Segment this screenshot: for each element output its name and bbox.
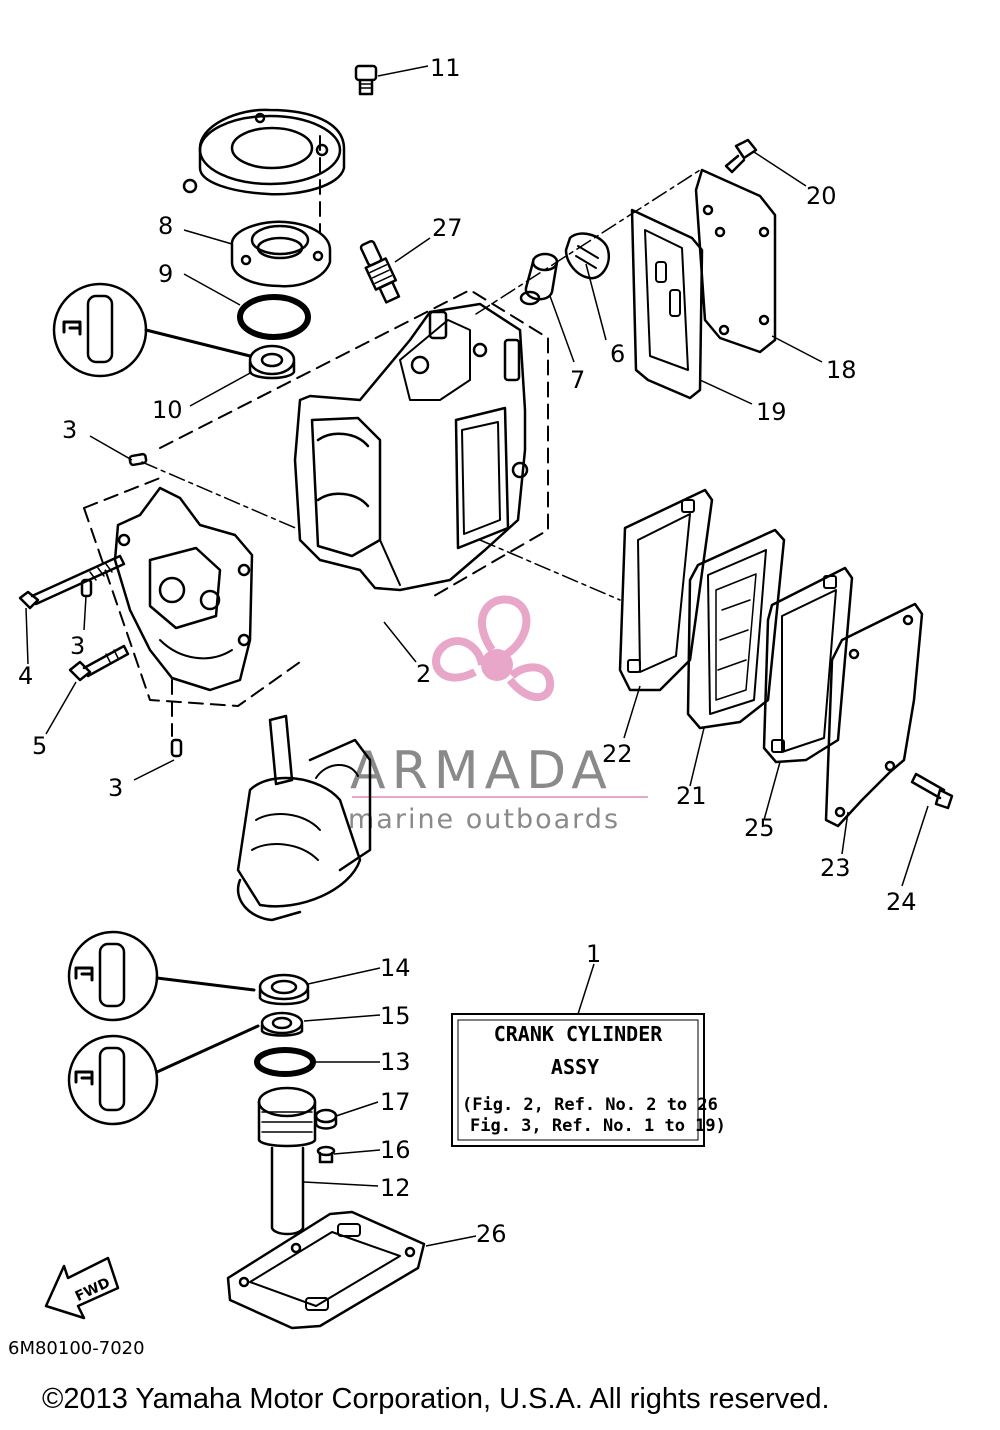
part-13-o-ring xyxy=(254,1047,316,1077)
leader-lines xyxy=(25,65,929,1247)
callout-17: 17 xyxy=(380,1088,411,1116)
callout-5: 5 xyxy=(32,732,47,760)
callout-4: 4 xyxy=(18,662,33,690)
part-4-bolt xyxy=(18,554,126,610)
callout-8: 8 xyxy=(158,212,173,240)
grease-icon-1 xyxy=(52,282,252,378)
callout-2: 2 xyxy=(416,660,431,688)
diagram-code: 6M80100-7020 xyxy=(8,1338,145,1359)
part-27-spark-plug xyxy=(359,240,401,304)
part-14-oil-seal xyxy=(258,973,310,1006)
callout-11: 11 xyxy=(430,54,461,82)
grease-icon-2 xyxy=(67,930,256,1022)
part-18-cover-plate xyxy=(694,168,777,354)
legend-note-line1: (Fig. 2, Ref. No. 2 to 26 xyxy=(462,1095,718,1115)
part-24-bolt xyxy=(910,772,954,810)
part-3-dowel-pin-a xyxy=(128,452,148,467)
part-20-bolt xyxy=(724,138,758,174)
watermark-brand: ARMADA xyxy=(350,741,613,801)
cylinder-block xyxy=(293,302,529,592)
callout-22: 22 xyxy=(602,740,633,768)
callout-12: 12 xyxy=(380,1174,411,1202)
callout-20: 20 xyxy=(806,182,837,210)
part-25-gasket xyxy=(762,566,854,764)
callout-21: 21 xyxy=(676,782,707,810)
part-21-reed-valve xyxy=(686,528,786,730)
assembly-chain-line xyxy=(141,169,701,601)
grease-icon-3 xyxy=(67,1024,260,1126)
legend-note-line2: Fig. 3, Ref. No. 1 to 19) xyxy=(470,1116,726,1136)
callout-3a: 3 xyxy=(62,416,77,444)
part-cover-ring xyxy=(182,108,346,196)
legend-title-line1: CRANK CYLINDER xyxy=(494,1022,664,1046)
callout-23: 23 xyxy=(820,854,851,882)
part-16-screw xyxy=(316,1145,336,1164)
callout-6: 6 xyxy=(610,340,625,368)
part-6-thermostat-cap xyxy=(564,232,611,280)
armada-watermark: ARMADA marine outboards xyxy=(348,595,648,835)
callout-10: 10 xyxy=(152,396,183,424)
part-7-thermostat xyxy=(519,252,559,306)
callout-14: 14 xyxy=(380,954,411,982)
callout-26: 26 xyxy=(476,1220,507,1248)
part-3-dowel-pin-c xyxy=(170,738,183,758)
part-23-plate xyxy=(824,602,924,828)
callout-9: 9 xyxy=(158,260,173,288)
callout-13: 13 xyxy=(380,1048,411,1076)
crankcase xyxy=(113,486,254,692)
part-10-oil-seal xyxy=(248,344,296,380)
part-17-grommet xyxy=(314,1108,338,1130)
part-11-bolt xyxy=(354,64,378,96)
part-22-gasket xyxy=(618,488,714,692)
callout-27: 27 xyxy=(432,214,463,242)
callout-3c: 3 xyxy=(108,774,123,802)
callout-18: 18 xyxy=(826,356,857,384)
callout-15: 15 xyxy=(380,1002,411,1030)
crankshaft xyxy=(236,714,372,922)
callout-19: 19 xyxy=(756,398,787,426)
watermark-tagline: marine outboards xyxy=(348,804,620,835)
armada-propeller-logo xyxy=(432,595,555,702)
assembly-legend-box: CRANK CYLINDER ASSY (Fig. 2, Ref. No. 2 … xyxy=(451,1013,726,1147)
callout-24: 24 xyxy=(886,888,917,916)
part-26-gasket xyxy=(226,1210,426,1330)
callout-25: 25 xyxy=(744,814,775,842)
part-12-tube xyxy=(257,1086,317,1236)
legend-title-line2: ASSY xyxy=(551,1055,599,1079)
part-8-seal-housing xyxy=(230,220,332,288)
part-15-seal xyxy=(260,1011,304,1037)
parts-artwork xyxy=(18,64,954,1330)
callout-1: 1 xyxy=(586,940,601,968)
callout-3b: 3 xyxy=(70,632,85,660)
part-3-dowel-pin-b xyxy=(80,578,93,598)
callout-7: 7 xyxy=(570,366,585,394)
callout-16: 16 xyxy=(380,1136,411,1164)
copyright-notice: ©2013 Yamaha Motor Corporation, U.S.A. A… xyxy=(42,1383,830,1415)
part-19-gasket xyxy=(630,208,704,400)
callout-labels: 11 20 8 27 9 6 7 18 10 19 3 3 4 5 2 3 22… xyxy=(18,54,917,1248)
forward-arrow-icon: FWD xyxy=(44,1256,120,1320)
part-5-bolt xyxy=(68,644,130,682)
part-9-o-ring xyxy=(237,294,311,340)
assembly-boundaries xyxy=(83,135,549,737)
